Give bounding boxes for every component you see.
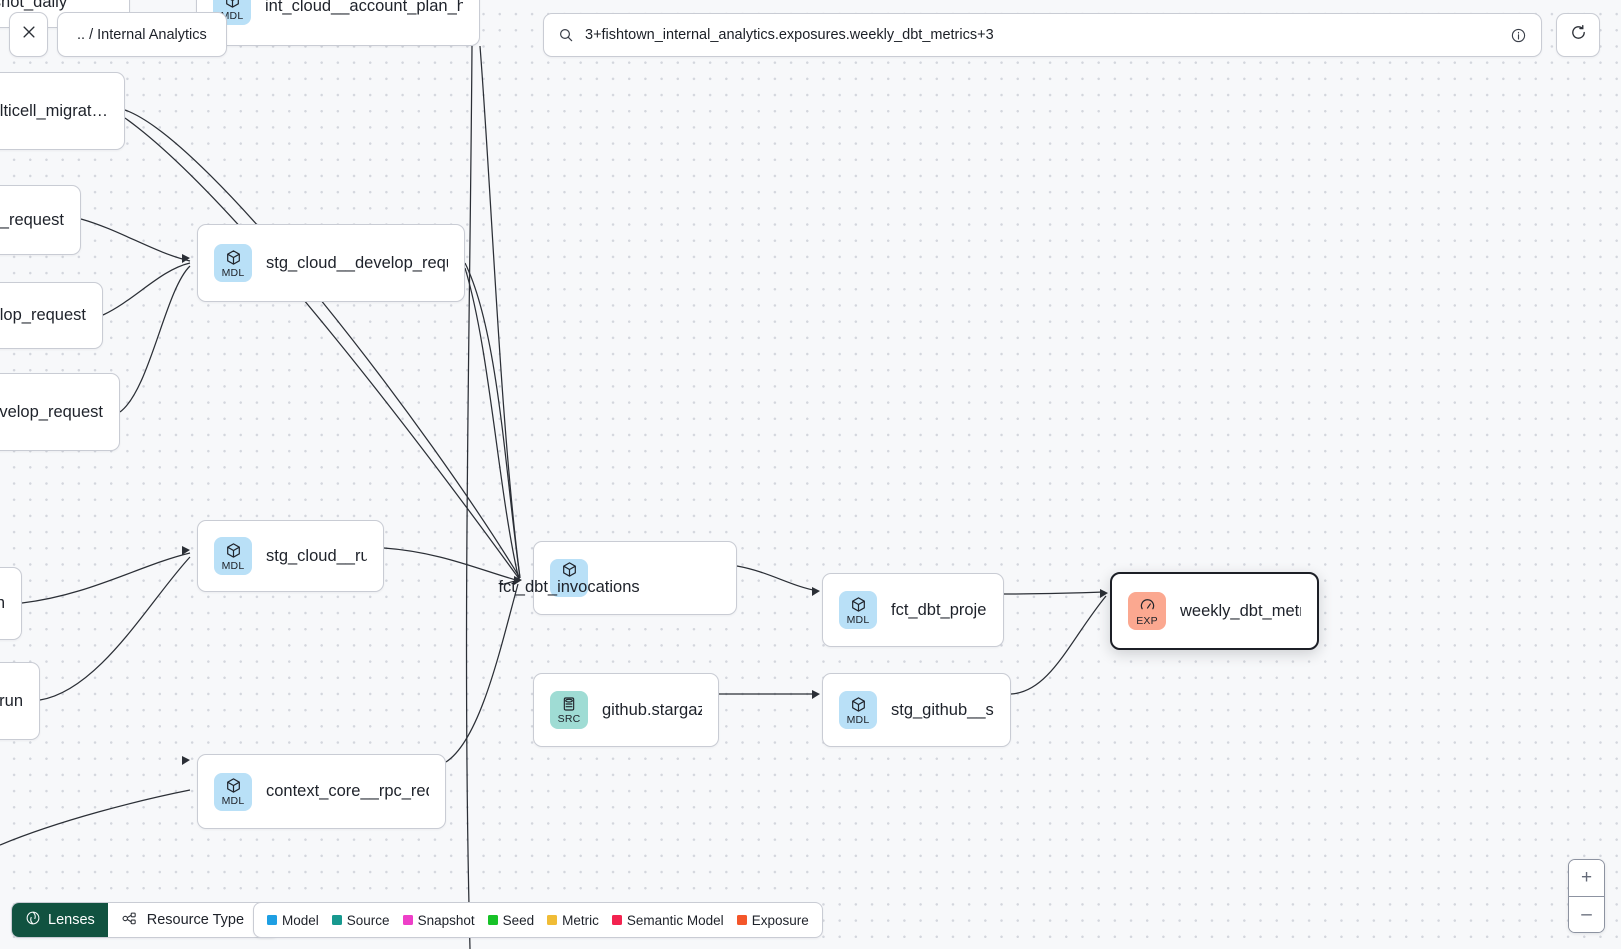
node-label: stg_cloud__runs <box>266 546 367 565</box>
node-label: snapshot_daily <box>0 0 68 11</box>
search-input[interactable]: 3+fishtown_internal_analytics.exposures.… <box>585 27 994 43</box>
cube-icon <box>225 249 242 266</box>
legend-swatch <box>611 915 622 925</box>
graph-node-left-clipped-run[interactable]: _run <box>0 662 40 740</box>
legend-item-source: Source <box>331 912 390 928</box>
node-label: stg_github__stars <box>891 700 994 719</box>
info-circle-icon[interactable] <box>1510 27 1527 44</box>
badge-text: EXP <box>1136 614 1158 627</box>
legend-swatch <box>267 915 277 925</box>
breadcrumb-label: .. / Internal Analytics <box>77 26 207 43</box>
zoom-out-button[interactable]: – <box>1569 896 1604 932</box>
legend-item-semantic-model: Semantic Model <box>611 912 724 928</box>
graph-node-stg-github-stars[interactable]: MDL stg_github__stars <box>822 673 1011 747</box>
cube-icon <box>850 696 867 713</box>
lenses-label: Lenses <box>48 912 95 928</box>
legend-label: Model <box>282 912 319 928</box>
legend-swatch <box>331 915 342 925</box>
zoom-controls[interactable]: + – <box>1568 859 1605 933</box>
badge-text: MDL <box>221 795 245 807</box>
cube-icon <box>225 777 242 794</box>
badge-text: MDL <box>846 713 870 726</box>
cube-icon <box>850 596 867 613</box>
legend-item-model: Model <box>267 913 319 928</box>
resource-type-label: Resource Type <box>146 912 245 928</box>
node-label: context_core__rpc_request <box>266 782 429 800</box>
node-label: github.stargazers <box>602 700 702 719</box>
resource-type-badge-mdl: MDL <box>214 772 252 811</box>
legend-item-metric: Metric <box>547 913 599 928</box>
resource-type-badge-src: SRC <box>550 691 588 729</box>
legend-item-snapshot: Snapshot <box>402 912 475 928</box>
legend-swatch <box>487 915 498 925</box>
graph-node-stg-cloud-runs[interactable]: MDL stg_cloud__runs <box>197 520 384 592</box>
resource-type-badge-mdl: MDL <box>214 244 252 282</box>
graph-node-weekly-dbt-metrics[interactable]: EXP weekly_dbt_metrics <box>1110 572 1319 650</box>
badge-text: SRC <box>557 713 581 725</box>
badge-text: MDL <box>846 613 870 626</box>
zoom-in-button[interactable]: + <box>1569 860 1604 896</box>
graph-node-develop-request-a[interactable]: op_request <box>0 185 81 255</box>
gauge-icon <box>1139 597 1156 614</box>
node-label: multicell_migrat… <box>0 101 108 120</box>
cube-icon <box>561 561 578 578</box>
legend-label: Exposure <box>751 912 809 928</box>
lenses-button[interactable]: Lenses <box>12 903 108 937</box>
search-bar[interactable]: 3+fishtown_internal_analytics.exposures.… <box>543 13 1542 57</box>
node-label: int_cloud__account_plan_history <box>265 0 463 15</box>
resource-type-badge-exp: EXP <box>1128 592 1166 630</box>
refresh-button[interactable] <box>1556 13 1600 57</box>
lens-aperture-icon <box>25 910 41 930</box>
legend-label: Seed <box>502 912 535 928</box>
resource-type-legend: Model Source Snapshot Seed Metric Semant… <box>253 902 823 938</box>
node-label: velop_request <box>0 306 86 324</box>
legend-swatch <box>402 915 413 925</box>
graph-node-int-cloud-account-plan-history[interactable]: MDL int_cloud__account_plan_history <box>196 0 480 46</box>
graph-node-left-clipped-n[interactable]: n <box>0 567 22 640</box>
legend-swatch <box>547 915 558 925</box>
search-icon <box>558 27 574 43</box>
resource-type-dropdown[interactable]: Resource Type <box>108 903 278 937</box>
node-label: _develop_request <box>0 402 103 421</box>
resource-type-badge-mdl: fct_dbt_invocations <box>498 559 640 597</box>
graph-node-develop-request-b[interactable]: velop_request <box>0 282 103 349</box>
legend-item-exposure: Exposure <box>736 912 809 928</box>
resource-nodes-icon <box>121 910 138 931</box>
node-label: _run <box>0 691 23 710</box>
graph-node-context-core-rpc-request[interactable]: MDL context_core__rpc_request <box>197 754 446 829</box>
cube-icon <box>224 0 241 9</box>
legend-label: Metric <box>562 912 599 928</box>
database-icon <box>561 696 577 712</box>
badge-text: MDL <box>221 266 245 279</box>
node-label: fct_dbt_projects <box>891 600 987 619</box>
legend-item-seed: Seed <box>487 912 535 928</box>
legend-label: Source <box>346 912 390 928</box>
graph-node-github-stargazers[interactable]: SRC github.stargazers <box>533 673 719 747</box>
resource-type-badge-mdl: MDL <box>214 537 252 575</box>
node-label: n <box>0 594 5 612</box>
legend-swatch <box>736 915 747 925</box>
breadcrumb[interactable]: .. / Internal Analytics <box>57 12 227 57</box>
graph-node-develop-request-c[interactable]: _develop_request <box>0 373 120 451</box>
node-label: op_request <box>0 210 64 229</box>
node-label: stg_cloud__develop_requests <box>266 253 448 272</box>
graph-node-multicell-migration[interactable]: multicell_migrat… <box>0 72 125 150</box>
graph-node-fct-dbt-invocations[interactable]: fct_dbt_invocations <box>498 541 737 615</box>
graph-node-fct-dbt-projects[interactable]: MDL fct_dbt_projects <box>822 573 1004 647</box>
refresh-icon <box>1569 23 1588 47</box>
legend-label: Semantic Model <box>626 912 724 928</box>
node-label: fct_dbt_invocations <box>498 577 640 596</box>
cube-icon <box>225 542 242 559</box>
graph-node-stg-cloud-develop-requests[interactable]: MDL stg_cloud__develop_requests <box>197 224 465 302</box>
close-button[interactable] <box>9 12 48 57</box>
close-icon <box>20 23 38 46</box>
legend-label: Snapshot <box>417 912 475 928</box>
bottom-toolbar[interactable]: Lenses Resource Type <box>11 902 280 938</box>
resource-type-badge-mdl: MDL <box>839 691 877 729</box>
resource-type-badge-mdl: MDL <box>839 591 877 629</box>
node-label: weekly_dbt_metrics <box>1180 601 1301 620</box>
badge-text: MDL <box>221 559 245 572</box>
